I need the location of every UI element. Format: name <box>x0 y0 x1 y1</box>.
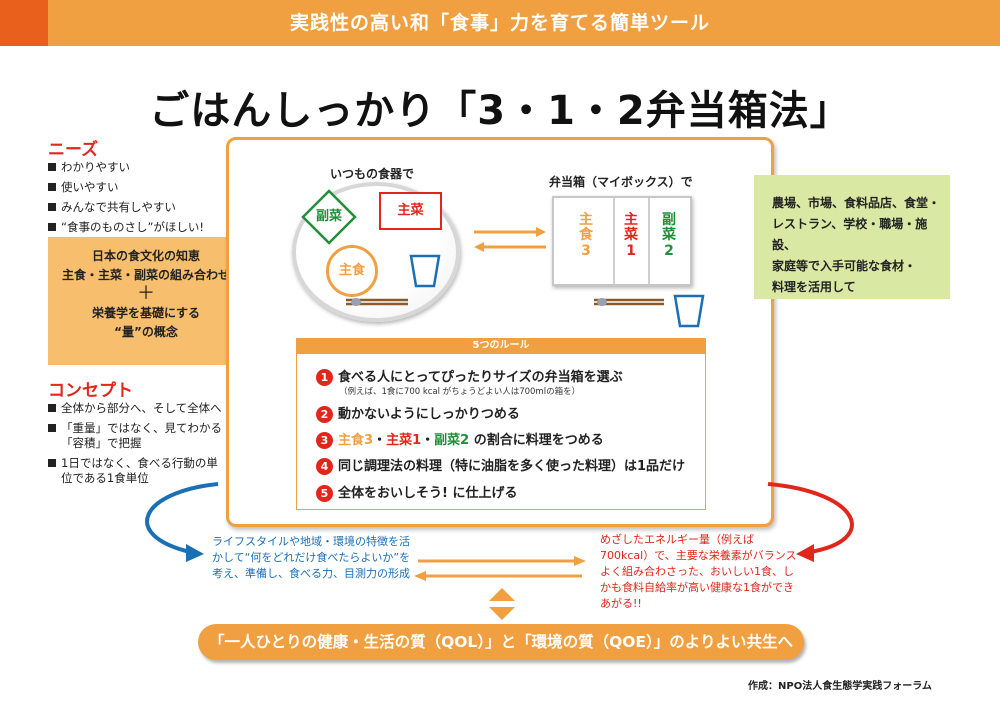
rule-number: 3 <box>316 432 333 449</box>
needs-heading: ニーズ <box>48 140 99 160</box>
credit: 作成：NPO法人食生態学実践フォーラム <box>748 681 932 692</box>
fukusai-diamond <box>301 189 357 245</box>
main-title: ごはんしっかり「3・1・2弁当箱法」 <box>149 88 851 134</box>
resources-line: 家庭等で入手可能な食材・ <box>772 259 917 273</box>
needs-item: 使いやすい <box>48 180 204 195</box>
concept-heading: コンセプト <box>48 381 133 401</box>
outcome-text: めざしたエネルギー量（例えば700kcal）で、主要な栄養素がバランスよく組み合… <box>600 533 797 610</box>
rule-number: 1 <box>316 369 333 386</box>
chopstick-rest-icon <box>351 298 361 306</box>
needs-list: わかりやすい 使いやすい みんなで共有しやすい “食事のものさし”がほしい! <box>48 160 204 240</box>
vertical-arrow-icon <box>489 588 515 601</box>
needs-item: わかりやすい <box>48 160 204 175</box>
shushoku-circle: 主食 <box>326 245 378 297</box>
concept-item: 「重量」ではなく、見てわかる「容積」で把握 <box>48 421 228 451</box>
red-arrowhead-icon <box>796 544 814 562</box>
bento-box <box>552 196 692 286</box>
wisdom-line: 栄養学を基礎にする <box>91 305 201 320</box>
bento-label: 弁当箱（マイボックス）で <box>549 175 693 189</box>
blue-curve-arrow <box>145 482 219 554</box>
lifestyle-text: ライフスタイルや地域・環境の特徴を活かして“何をどれだけ食べたらよいか”を考え、… <box>212 535 411 580</box>
chopstick-rest-icon <box>597 298 607 306</box>
food-culture-box: 日本の食文化の知恵 主食・主菜・副菜の組み合わせ ＋ 栄養学を基礎にする “量”… <box>48 237 244 365</box>
plus-icon: ＋ <box>137 283 155 305</box>
wisdom-line: 日本の食文化の知恵 <box>91 249 200 263</box>
needs-item: “食事のものさし”がほしい! <box>48 220 204 235</box>
resources-line: 料理を活用して <box>772 280 856 294</box>
shusai-box: 主菜 <box>379 192 442 230</box>
plate-label: いつもの食器で <box>330 167 415 181</box>
rule-number: 4 <box>316 458 333 475</box>
cup-icon <box>409 254 441 288</box>
bento-divider <box>613 198 615 284</box>
rules-box <box>296 338 706 510</box>
wisdom-line: “量”の概念 <box>114 324 178 339</box>
goal-banner: 「一人ひとりの健康・生活の質（QOL）」と「環境の質（QOE）」のよりよい共生へ <box>198 624 804 660</box>
header-title: 実践性の高い和「食事」力を育てる簡単ツール <box>289 12 710 34</box>
needs-item: みんなで共有しやすい <box>48 200 204 215</box>
concept-list: 全体から部分へ、そして全体へ 「重量」ではなく、見てわかる「容積」で把握 1日で… <box>48 401 228 491</box>
concept-item: 全体から部分へ、そして全体へ <box>48 401 228 416</box>
blue-arrowhead-icon <box>186 544 204 562</box>
resources-line: レストラン、学校・職場・施設、 <box>772 217 928 252</box>
rules-heading: 5つのルール <box>296 338 706 354</box>
resources-line: 農場、市場、食料品店、食堂・ <box>772 196 941 210</box>
fukusai-label: 副菜 <box>315 209 342 224</box>
wisdom-line: 主食・主菜・副菜の組み合わせ <box>61 267 230 282</box>
header-accent <box>0 0 48 46</box>
rule-number: 5 <box>316 485 333 502</box>
bento-divider <box>648 198 650 284</box>
concept-item: 1日ではなく、食べる行動の単位である1食単位 <box>48 456 228 486</box>
rule-number: 2 <box>316 406 333 423</box>
header-bar <box>0 0 1000 46</box>
rule-1-note: （例えば、1食に700 kcal がちょうどよい人は700mlの箱を） <box>339 387 581 397</box>
red-curve-arrow <box>767 482 854 554</box>
cup-icon <box>673 294 705 328</box>
resources-box: 農場、市場、食料品店、食堂・ レストラン、学校・職場・施設、 家庭等で入手可能な… <box>754 175 950 299</box>
